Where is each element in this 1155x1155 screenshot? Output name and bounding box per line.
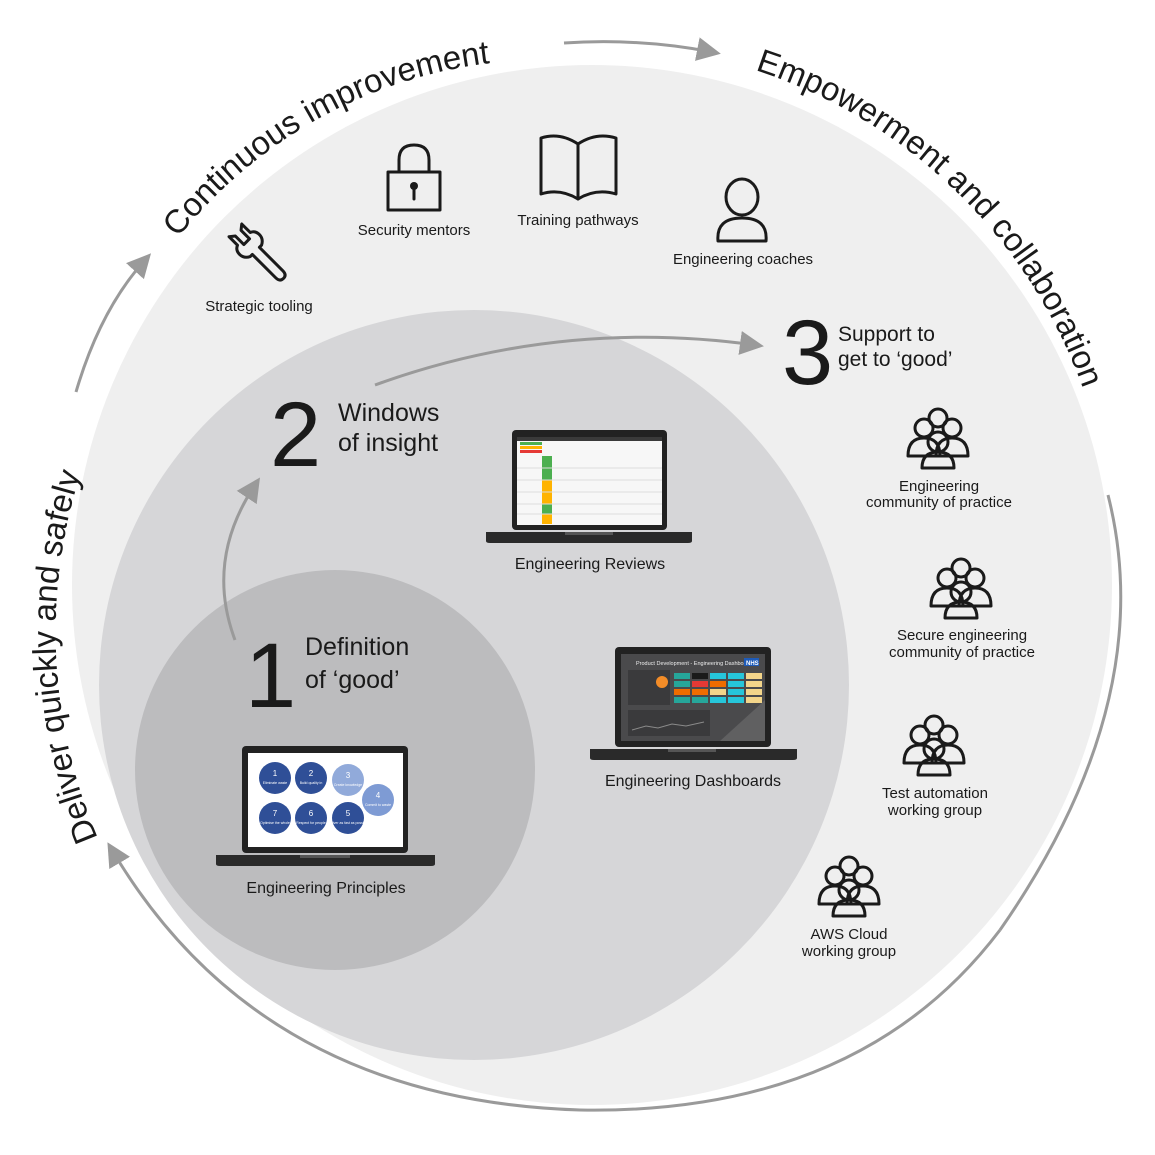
step-3-number: 3 xyxy=(782,302,833,404)
principle-bubble-number: 2 xyxy=(309,769,314,778)
principle-bubble-circle xyxy=(332,802,364,834)
principle-bubble-number: 1 xyxy=(273,769,278,778)
step-1-number: 1 xyxy=(245,625,296,727)
principle-bubble-number: 5 xyxy=(346,809,351,818)
person-icon xyxy=(716,177,768,243)
group-label-line1: AWS Cloud xyxy=(811,926,888,943)
principle-bubble-circle xyxy=(362,784,394,816)
arrow-step2-to-step3 xyxy=(374,331,764,387)
principle-bubble-text: Respect for people xyxy=(296,821,325,825)
step-3-line1: Support to xyxy=(838,323,935,346)
dashboard-screen-badge: NHS xyxy=(746,661,759,667)
tool-training-pathways: Training pathways xyxy=(517,134,639,229)
bottom-arrow xyxy=(107,842,1002,1112)
principle-bubble-text: Create knowledge xyxy=(334,783,362,787)
laptop-engineering-dashboards: Product Development - Engineering Dashbo… xyxy=(590,647,797,790)
people-group-icon xyxy=(902,714,966,777)
step-2-line2: of insight xyxy=(338,429,438,457)
laptop-label: Engineering Principles xyxy=(246,880,405,897)
tool-engineering-coaches: Engineering coaches xyxy=(673,177,813,268)
group-label-line1: Engineering xyxy=(899,478,979,495)
group-secure-engineering-cop: Secure engineering community of practice xyxy=(889,557,1035,661)
laptop-label: Engineering Reviews xyxy=(515,556,665,573)
principle-bubble-text: Commit to waste xyxy=(365,803,391,807)
step-2-number: 2 xyxy=(270,384,321,486)
step-3-line2: get to ‘good’ xyxy=(838,348,952,371)
group-label-line2: community of practice xyxy=(889,644,1035,661)
tool-strategic-tooling: Strategic tooling xyxy=(205,222,313,315)
dashboard-screen-title: Product Development - Engineering Dashbo… xyxy=(636,661,752,667)
arrow-step1-to-step2 xyxy=(222,477,260,641)
wrench-icon xyxy=(227,222,287,282)
group-test-automation: Test automation working group xyxy=(882,714,988,819)
principle-bubble-text: Build quality in xyxy=(300,781,323,785)
right-arc-line xyxy=(998,494,1123,931)
principle-bubble-circle xyxy=(295,762,327,794)
principle-bubble-number: 3 xyxy=(346,771,351,780)
laptop-label: Engineering Dashboards xyxy=(605,773,781,790)
group-engineering-cop: Engineering community of practice xyxy=(866,407,1012,511)
step-1-line2: of ‘good’ xyxy=(305,666,400,694)
principle-bubble-text: Optimise the whole xyxy=(260,821,290,825)
principle-bubble-circle xyxy=(259,802,291,834)
left-arrow xyxy=(74,253,152,393)
principle-bubble-text: Eliminate waste xyxy=(263,781,288,785)
laptop-engineering-reviews: Engineering Reviews xyxy=(486,430,692,573)
tool-label: Engineering coaches xyxy=(673,251,813,268)
group-label-line1: Test automation xyxy=(882,785,988,802)
top-arrow xyxy=(563,37,721,61)
principle-bubble-number: 4 xyxy=(376,791,381,800)
principle-bubble-number: 7 xyxy=(273,809,278,818)
tool-label: Training pathways xyxy=(517,212,638,229)
dashboard-screen: Product Development - Engineering Dashbo… xyxy=(628,658,765,741)
group-label-line2: working group xyxy=(801,943,896,960)
tool-label: Security mentors xyxy=(358,222,471,239)
principle-bubble-text: Deliver as fast as possible xyxy=(328,821,369,825)
step-2-line1: Windows xyxy=(338,399,439,427)
padlock-icon xyxy=(386,143,442,212)
tool-security-mentors: Security mentors xyxy=(358,143,471,239)
people-group-icon xyxy=(929,557,993,620)
tool-label: Strategic tooling xyxy=(205,298,313,315)
people-group-icon xyxy=(817,855,881,918)
group-aws-cloud: AWS Cloud working group xyxy=(801,855,896,960)
people-group-icon xyxy=(906,407,970,470)
review-table-screen xyxy=(517,437,662,524)
principle-bubble-circle xyxy=(332,764,364,796)
principle-bubble-circle xyxy=(259,762,291,794)
group-label-line1: Secure engineering xyxy=(897,627,1027,644)
group-label-line2: working group xyxy=(887,802,982,819)
principle-bubble-circle xyxy=(295,802,327,834)
group-label-line2: community of practice xyxy=(866,494,1012,511)
book-icon xyxy=(539,134,618,201)
step-1-line1: Definition xyxy=(305,633,409,661)
principle-bubble-number: 6 xyxy=(309,809,314,818)
